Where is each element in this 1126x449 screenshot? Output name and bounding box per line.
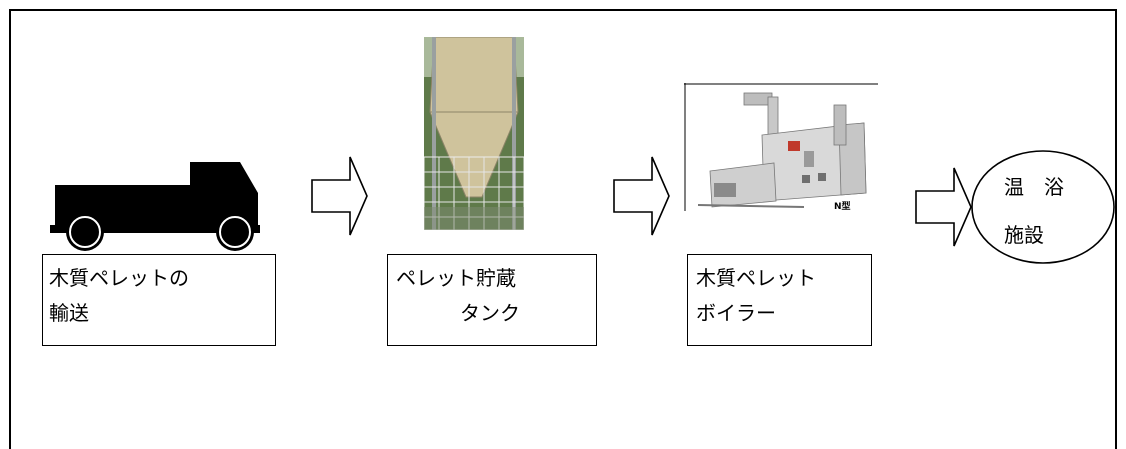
pellet-boiler-photo: N型: [684, 83, 878, 211]
pellet-tank-photo: [424, 37, 524, 230]
truck-icon: [40, 85, 275, 255]
step-label-line2: ボイラー: [696, 301, 776, 325]
step-label-line1: ペレット貯蔵: [396, 266, 516, 290]
flow-arrow-3: [915, 167, 972, 247]
step-label-pellet-tank: ペレット貯蔵 タンク: [387, 254, 597, 346]
boiler-model-mark: N型: [834, 200, 851, 211]
flow-arrow-1: [311, 156, 368, 236]
step-label-line2: 輸送: [49, 301, 89, 325]
hot-spring-facility-circle: [971, 150, 1115, 264]
flow-arrow-2: [613, 156, 670, 236]
destination-line2: 施設: [1004, 223, 1044, 247]
step-label-line2: タンク: [460, 301, 520, 325]
step-label-pellet-boiler: 木質ペレット ボイラー: [687, 254, 872, 346]
step-label-line1: 木質ペレット: [696, 266, 816, 290]
step-label-line1: 木質ペレットの: [49, 266, 189, 290]
diagram-frame: [9, 9, 1117, 449]
destination-line1: 温 浴: [1004, 175, 1064, 199]
step-label-pellet-transport: 木質ペレットの 輸送: [42, 254, 276, 346]
